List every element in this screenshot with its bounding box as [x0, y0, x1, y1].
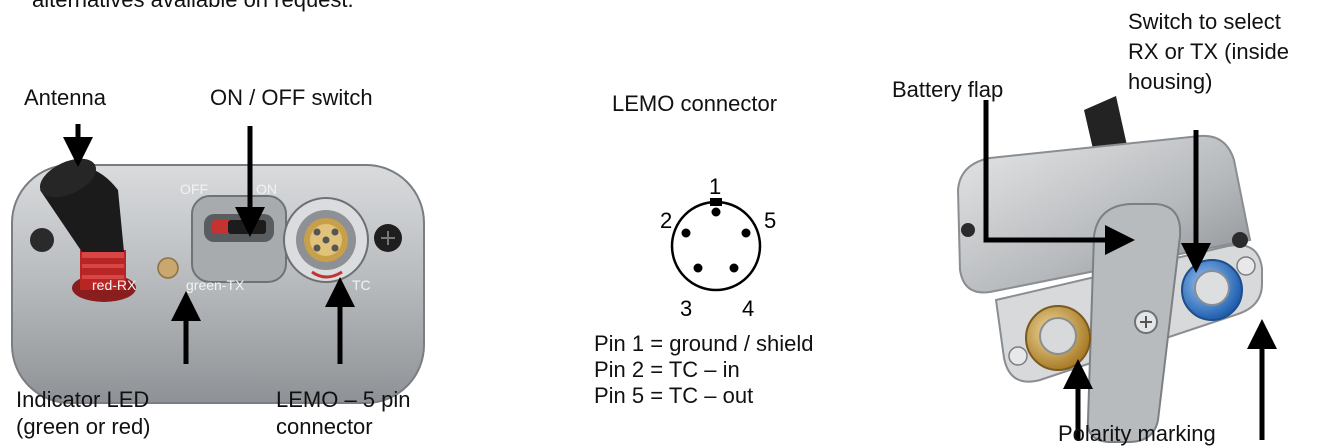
label-on-off-switch: ON / OFF switch — [210, 85, 373, 110]
arrow-battery-flap — [983, 100, 1135, 255]
lemo-socket — [283, 197, 369, 283]
printed-off: OFF — [180, 181, 208, 197]
label-switch-select-line2: RX or TX (inside — [1128, 39, 1289, 64]
pin-label-3: 3 — [680, 296, 692, 321]
pin-label-2: 2 — [660, 208, 672, 233]
pin-dot-4 — [729, 263, 739, 273]
label-lemo-connector-title: LEMO connector — [612, 91, 778, 116]
printed-green-tx: green-TX — [186, 277, 245, 293]
label-switch-select-line3: housing) — [1128, 69, 1213, 94]
label-switch-select-line1: Switch to select — [1128, 9, 1281, 34]
gold-knob — [1025, 305, 1091, 371]
battery-flap-shape — [1086, 203, 1182, 443]
blue-knob — [1181, 259, 1243, 321]
pin-key-notch — [710, 198, 722, 206]
pin-legend-1: Pin 1 = ground / shield — [594, 331, 814, 356]
printed-on: ON — [256, 181, 277, 197]
pin-label-5: 5 — [764, 208, 776, 233]
pin-label-4: 4 — [742, 296, 754, 321]
pin-dot-3 — [693, 263, 703, 273]
pin-dot-1 — [711, 207, 721, 217]
label-indicator-led-line2: (green or red) — [16, 414, 151, 439]
left-screw — [30, 228, 54, 252]
pin-legend-2: Pin 2 = TC – in — [594, 357, 740, 382]
antenna-shape — [39, 158, 136, 302]
printed-tc: TC — [352, 277, 371, 293]
label-antenna: Antenna — [24, 85, 106, 110]
pin-dot-2 — [681, 228, 691, 238]
label-polarity-marking: Polarity marking — [1058, 421, 1216, 446]
label-battery-flap: Battery flap — [892, 77, 1004, 102]
intro-text: alternatives available on request. — [32, 0, 354, 13]
pin-dot-5 — [741, 228, 751, 238]
label-lemo-line1: LEMO – 5 pin — [276, 387, 411, 412]
printed-red-rx: red-RX — [92, 277, 137, 293]
label-indicator-led-line1: Indicator LED — [16, 387, 150, 412]
label-lemo-line2: connector — [276, 414, 373, 439]
pin-label-1: 1 — [709, 174, 721, 199]
pin-legend-3: Pin 5 = TC – out — [594, 383, 754, 408]
led-indicator — [157, 257, 179, 279]
